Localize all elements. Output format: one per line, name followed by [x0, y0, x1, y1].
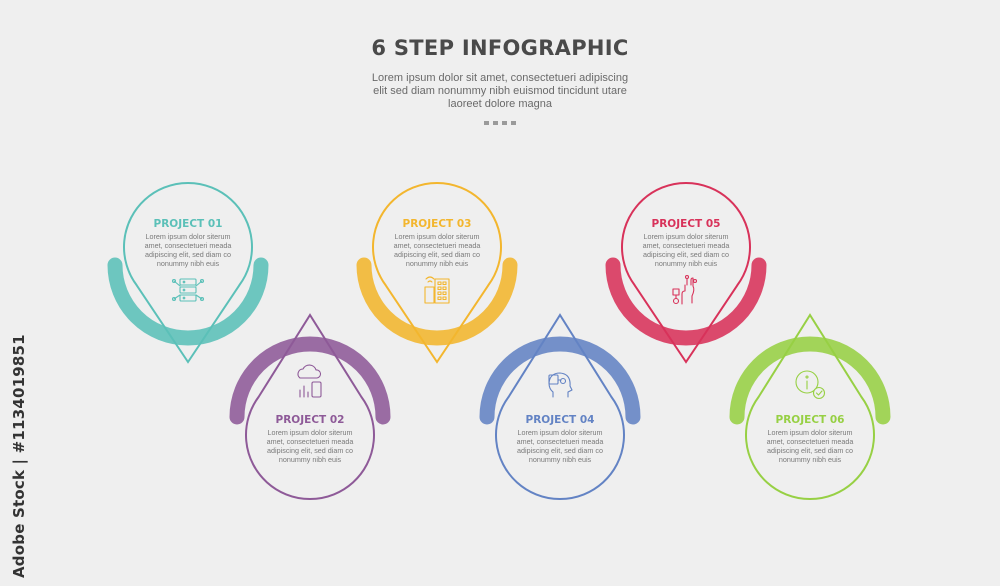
- step-description-line: adipiscing elit, sed diam co: [394, 250, 480, 259]
- step-description-line: nonummy nibh euis: [778, 455, 842, 464]
- step-arc: [729, 336, 891, 425]
- step-graphic-2: [229, 313, 391, 500]
- step-title: PROJECT 06: [775, 414, 845, 426]
- step-arc: [107, 257, 269, 346]
- step-description-line: amet, consectetueri meada: [516, 437, 604, 446]
- step-title: PROJECT 01: [153, 218, 223, 230]
- step-graphic-1: [107, 182, 269, 364]
- step-description-line: amet, consectetueri meada: [393, 241, 481, 250]
- step-teardrop: [495, 313, 625, 500]
- step-arc: [229, 336, 391, 425]
- step-description-line: adipiscing elit, sed diam co: [145, 250, 231, 259]
- step-description-line: adipiscing elit, sed diam co: [517, 446, 603, 455]
- step-teardrop: [745, 313, 875, 500]
- step-description-line: amet, consectetueri meada: [766, 437, 854, 446]
- ai-head-chip-icon: [548, 372, 573, 398]
- title-divider-dots: [484, 121, 516, 125]
- subtitle-line: elit sed diam nonummy nibh euismod tinci…: [373, 85, 627, 97]
- step-teardrop: [123, 182, 253, 364]
- step-description-line: nonummy nibh euis: [528, 455, 592, 464]
- step-description-line: Lorem ipsum dolor siterum: [394, 232, 480, 241]
- step-graphic-5: [605, 182, 767, 364]
- step-arc: [356, 257, 518, 346]
- step-graphic-3: [356, 182, 518, 364]
- step-graphic-6: [729, 313, 891, 500]
- info-check-icon: [795, 370, 826, 400]
- subtitle-line: Lorem ipsum dolor sit amet, consectetuer…: [371, 72, 629, 84]
- step-title: PROJECT 02: [275, 414, 345, 426]
- step-description-line: amet, consectetueri meada: [144, 241, 232, 250]
- step-arc: [605, 257, 767, 346]
- step-description-line: nonummy nibh euis: [654, 259, 718, 268]
- cloud-mobile-analytics-icon: [297, 364, 322, 398]
- server-network-icon: [171, 278, 205, 302]
- step-description-line: nonummy nibh euis: [156, 259, 220, 268]
- step-title: PROJECT 03: [402, 218, 472, 230]
- smart-building-icon: [424, 276, 450, 304]
- step-description-line: amet, consectetueri meada: [266, 437, 354, 446]
- step-graphic-4: [479, 313, 641, 500]
- page-title: 6 STEP INFOGRAPHIC: [371, 36, 629, 60]
- step-description-line: Lorem ipsum dolor siterum: [145, 232, 231, 241]
- step-title: PROJECT 04: [525, 414, 595, 426]
- step-description-line: Lorem ipsum dolor siterum: [517, 428, 603, 437]
- subtitle-line: laoreet dolore magna: [448, 98, 552, 110]
- step-description-line: Lorem ipsum dolor siterum: [767, 428, 853, 437]
- step-description-line: Lorem ipsum dolor siterum: [267, 428, 353, 437]
- watermark-side-text: Adobe Stock | #1134019851: [10, 334, 28, 578]
- step-title: PROJECT 05: [651, 218, 721, 230]
- step-description-line: nonummy nibh euis: [405, 259, 469, 268]
- step-teardrop: [372, 182, 502, 364]
- step-description-line: amet, consectetueri meada: [642, 241, 730, 250]
- step-arc: [479, 336, 641, 425]
- robot-hand-flowchart-icon: [672, 274, 698, 305]
- step-teardrop: [621, 182, 751, 364]
- step-description-line: nonummy nibh euis: [278, 455, 342, 464]
- page-subtitle: Lorem ipsum dolor sit amet, consectetuer…: [340, 72, 660, 111]
- step-teardrop: [245, 313, 375, 500]
- step-description-line: adipiscing elit, sed diam co: [767, 446, 853, 455]
- step-description-line: adipiscing elit, sed diam co: [267, 446, 353, 455]
- step-description-line: adipiscing elit, sed diam co: [643, 250, 729, 259]
- step-description-line: Lorem ipsum dolor siterum: [643, 232, 729, 241]
